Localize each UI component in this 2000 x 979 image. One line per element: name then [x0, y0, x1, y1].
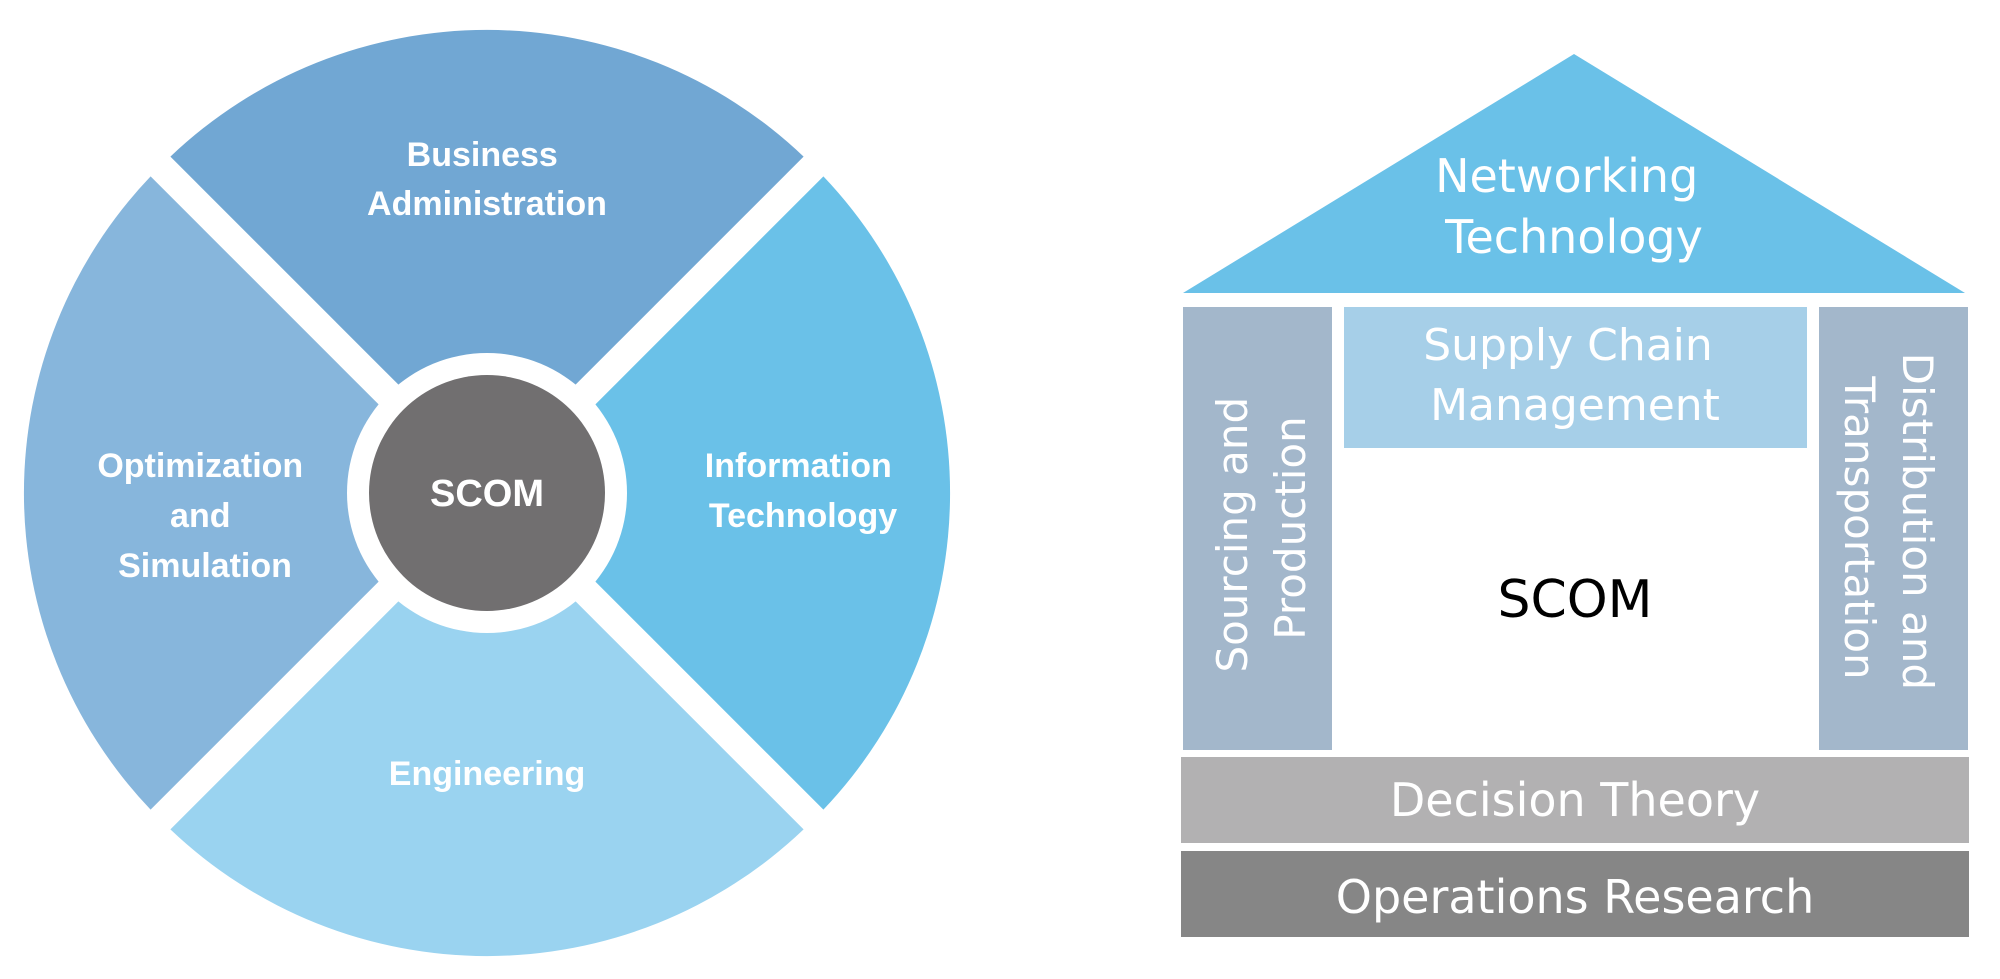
left-pillar-label: Sourcing and Production [1208, 383, 1315, 672]
information-technology-label: Information Technology [705, 447, 901, 535]
business-administration-label: Business Administration [367, 136, 607, 223]
roof-label: Networking Technology [1435, 149, 1713, 264]
roof-line-1: Networking [1435, 149, 1698, 203]
business-administration-line-1: Business [407, 136, 558, 174]
engineering-label: Engineering [389, 755, 585, 793]
roof-line-2: Technology [1444, 210, 1703, 264]
lintel-label: Supply Chain Management [1423, 320, 1727, 431]
core-label: SCOM [1497, 570, 1652, 630]
roof [1183, 54, 1965, 293]
scom-wheel: SCOM Business Administration Information… [23, 29, 951, 957]
information-technology-line-1: Information [705, 447, 892, 485]
right-pillar-line-1: Distribution and [1893, 353, 1942, 690]
lintel-line-2: Management [1430, 380, 1720, 431]
decision-theory-label: Decision Theory [1390, 773, 1760, 827]
base-decision-theory [1181, 757, 1969, 843]
base-operations-research [1181, 851, 1969, 937]
right-pillar-line-2: Transportation [1835, 375, 1884, 679]
operations-research-label: Operations Research [1336, 870, 1815, 924]
optimization-simulation-line-1: Optimization [97, 447, 303, 485]
segment-engineering [170, 512, 804, 957]
center-label: SCOM [430, 473, 544, 515]
optimization-simulation-line-3: Simulation [118, 547, 292, 585]
segment-optimization-simulation [23, 176, 468, 810]
segment-business-administration [170, 29, 804, 474]
left-pillar-line-2: Production [1266, 416, 1315, 639]
lintel [1344, 307, 1807, 448]
optimization-simulation-label: Optimization and Simulation [97, 447, 312, 585]
segment-information-technology [506, 176, 951, 810]
left-pillar-line-1: Sourcing and [1208, 397, 1257, 673]
information-technology-line-2: Technology [709, 497, 897, 535]
left-pillar [1183, 307, 1332, 750]
lintel-line-1: Supply Chain [1423, 320, 1713, 371]
business-administration-line-2: Administration [367, 185, 607, 223]
right-pillar [1819, 307, 1968, 750]
center-circle [369, 375, 605, 611]
scom-house: Networking Technology Sourcing and Produ… [1181, 54, 1969, 937]
right-pillar-label: Distribution and Transportation [1835, 353, 1942, 704]
optimization-simulation-line-2: and [170, 497, 230, 535]
